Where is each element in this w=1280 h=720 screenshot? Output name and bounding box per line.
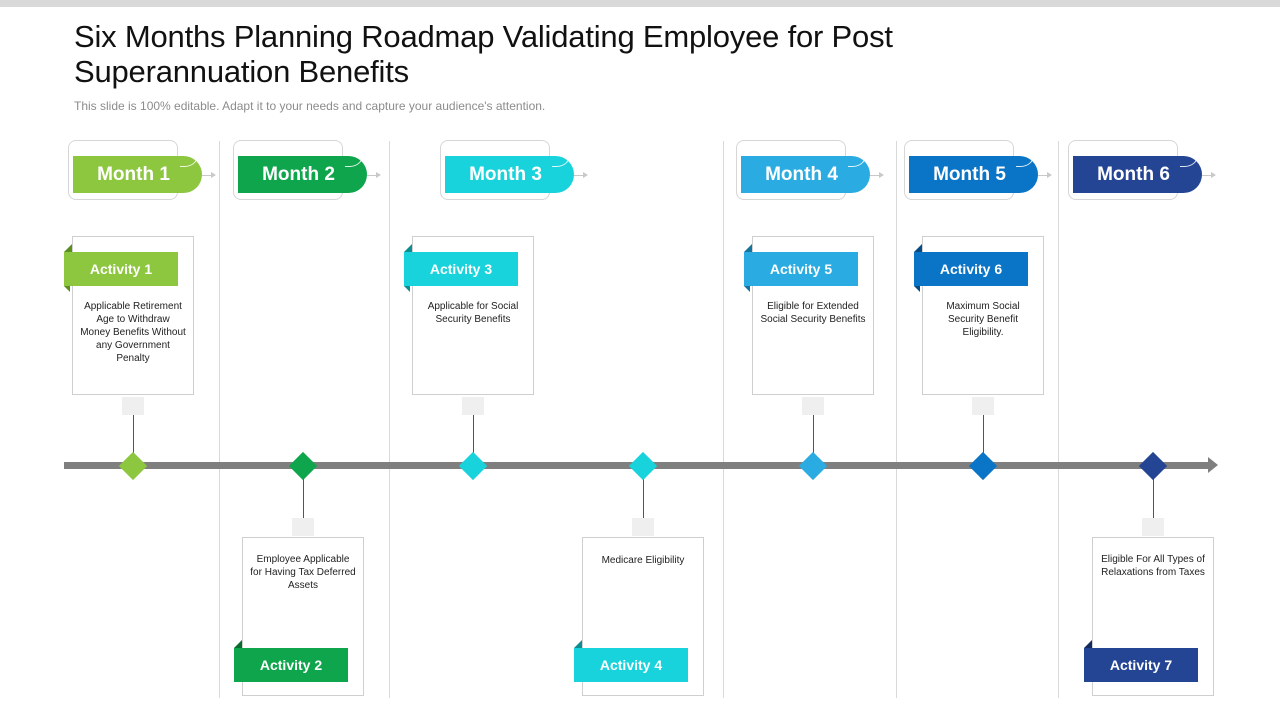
- connector-stem: [983, 415, 984, 459]
- connector-stem: [1153, 472, 1154, 518]
- month-6-header: Month 6: [1068, 140, 1218, 202]
- arrow-right-icon: [574, 172, 588, 178]
- activity-5-label: Activity 5: [744, 252, 858, 286]
- connector-stem: [643, 472, 644, 518]
- milestone-1-diamond: [118, 451, 148, 481]
- milestone-4-diamond: [628, 451, 658, 481]
- connector-tab: [462, 397, 484, 415]
- activity-5-text: Eligible for Extended Social Security Be…: [760, 301, 866, 325]
- activity-1-text: Applicable Retirement Age to Withdraw Mo…: [80, 301, 186, 364]
- activity-6-label: Activity 6: [914, 252, 1028, 286]
- activity-4-text: Medicare Eligibility: [601, 555, 685, 566]
- connector-tab: [632, 518, 654, 536]
- arrow-right-icon: [202, 172, 216, 178]
- column-divider: [1058, 141, 1059, 698]
- activity-2-label: Activity 2: [234, 648, 348, 682]
- timeline-arrowhead-icon: [1208, 457, 1218, 473]
- connector-tab: [972, 397, 994, 415]
- milestone-7-diamond: [1138, 451, 1168, 481]
- connector-stem: [133, 415, 134, 459]
- month-3-label: Month 3: [445, 156, 574, 193]
- milestone-2-diamond: [288, 451, 318, 481]
- milestone-3-diamond: [458, 451, 488, 481]
- fold-corner: [64, 286, 70, 292]
- activity-3-text: Applicable for Social Security Benefits: [427, 301, 519, 325]
- month-5-header: Month 5: [904, 140, 1054, 202]
- activity-7-label: Activity 7: [1084, 648, 1198, 682]
- activity-3-label: Activity 3: [404, 252, 518, 286]
- fold-corner: [914, 286, 920, 292]
- fold-corner: [234, 640, 242, 648]
- month-4-header: Month 4: [736, 140, 886, 202]
- activity-6-text: Maximum Social Security Benefit Eligibil…: [946, 301, 1020, 338]
- arrow-right-icon: [870, 172, 884, 178]
- arrow-right-icon: [367, 172, 381, 178]
- connector-tab: [122, 397, 144, 415]
- month-2-header: Month 2: [233, 140, 383, 202]
- connector-stem: [303, 472, 304, 518]
- fold-corner: [744, 286, 750, 292]
- connector-stem: [813, 415, 814, 459]
- fold-corner: [574, 640, 582, 648]
- arrow-right-icon: [1202, 172, 1216, 178]
- fold-corner: [64, 244, 72, 252]
- activity-7-text: Eligible For All Types of Relaxations fr…: [1101, 554, 1205, 578]
- connector-tab: [292, 518, 314, 536]
- arrow-right-icon: [1038, 172, 1052, 178]
- activity-2-text: Employee Applicable for Having Tax Defer…: [250, 554, 356, 591]
- page-subtitle: This slide is 100% editable. Adapt it to…: [74, 99, 546, 113]
- column-divider: [219, 141, 220, 698]
- activity-4-label: Activity 4: [574, 648, 688, 682]
- fold-corner: [914, 244, 922, 252]
- page-title: Six Months Planning Roadmap Validating E…: [74, 19, 893, 89]
- milestone-6-diamond: [968, 451, 998, 481]
- fold-corner: [404, 286, 410, 292]
- connector-tab: [802, 397, 824, 415]
- connector-tab: [1142, 518, 1164, 536]
- fold-corner: [744, 244, 752, 252]
- column-divider: [389, 141, 390, 698]
- month-1-header: Month 1: [68, 140, 218, 202]
- month-3-header: Month 3: [440, 140, 590, 202]
- top-bar: [0, 0, 1280, 7]
- column-divider: [723, 141, 724, 698]
- connector-stem: [473, 415, 474, 459]
- milestone-5-diamond: [798, 451, 828, 481]
- activity-1-label: Activity 1: [64, 252, 178, 286]
- column-divider: [896, 141, 897, 698]
- fold-corner: [1084, 640, 1092, 648]
- fold-corner: [404, 244, 412, 252]
